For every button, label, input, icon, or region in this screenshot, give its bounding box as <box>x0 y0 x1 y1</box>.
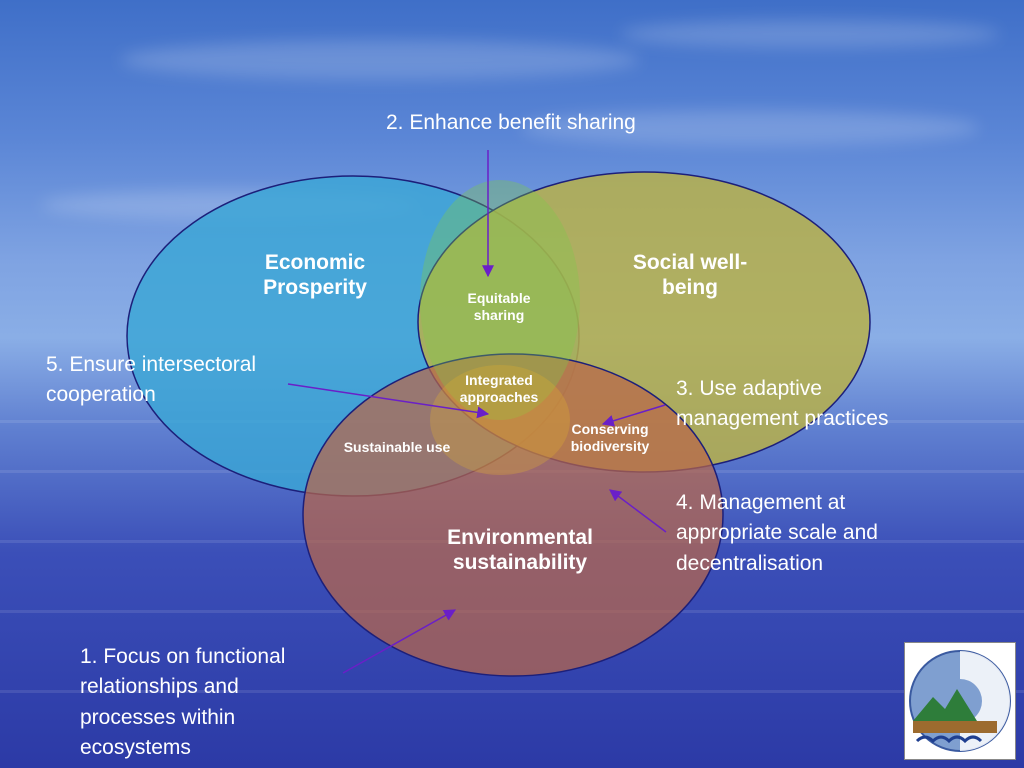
arrow-p4 <box>609 489 667 533</box>
environmental-circle <box>302 353 724 677</box>
overlap-highlight <box>420 180 580 420</box>
integrated-approaches-label: Integrated approaches <box>459 372 539 405</box>
ocean-mountain-logo-icon <box>904 642 1016 760</box>
arrow-p3 <box>601 404 666 427</box>
cloud-streak <box>120 40 640 80</box>
environmental-sustainability-label: Environmental sustainability <box>447 526 593 575</box>
principle-5-text: 5. Ensure intersectoral cooperation <box>46 353 257 407</box>
equitable-sharing-label: Equitable sharing <box>467 290 531 323</box>
economic-prosperity-label: Economic Prosperity <box>263 251 367 300</box>
cloud-streak <box>520 110 980 146</box>
conserving-biodiversity-label: Conserving biodiversity <box>570 421 650 454</box>
sea-ripple <box>0 690 1024 693</box>
principle-4-text: 4. Management at appropriate scale and d… <box>676 491 878 575</box>
principle-3-text: 3. Use adaptive management practices <box>676 377 889 431</box>
social-well-being-label: Social well-being <box>632 251 748 300</box>
arrow-p5 <box>287 383 490 419</box>
center-highlight <box>430 365 570 475</box>
cloud-streak <box>620 20 1000 48</box>
sustainable-use-label: Sustainable use <box>343 439 451 455</box>
arrow-p1 <box>342 609 457 674</box>
principle-2-text: 2. Enhance benefit sharing <box>386 111 636 134</box>
principle-1-text: 1. Focus on functional relationships and… <box>80 645 286 760</box>
